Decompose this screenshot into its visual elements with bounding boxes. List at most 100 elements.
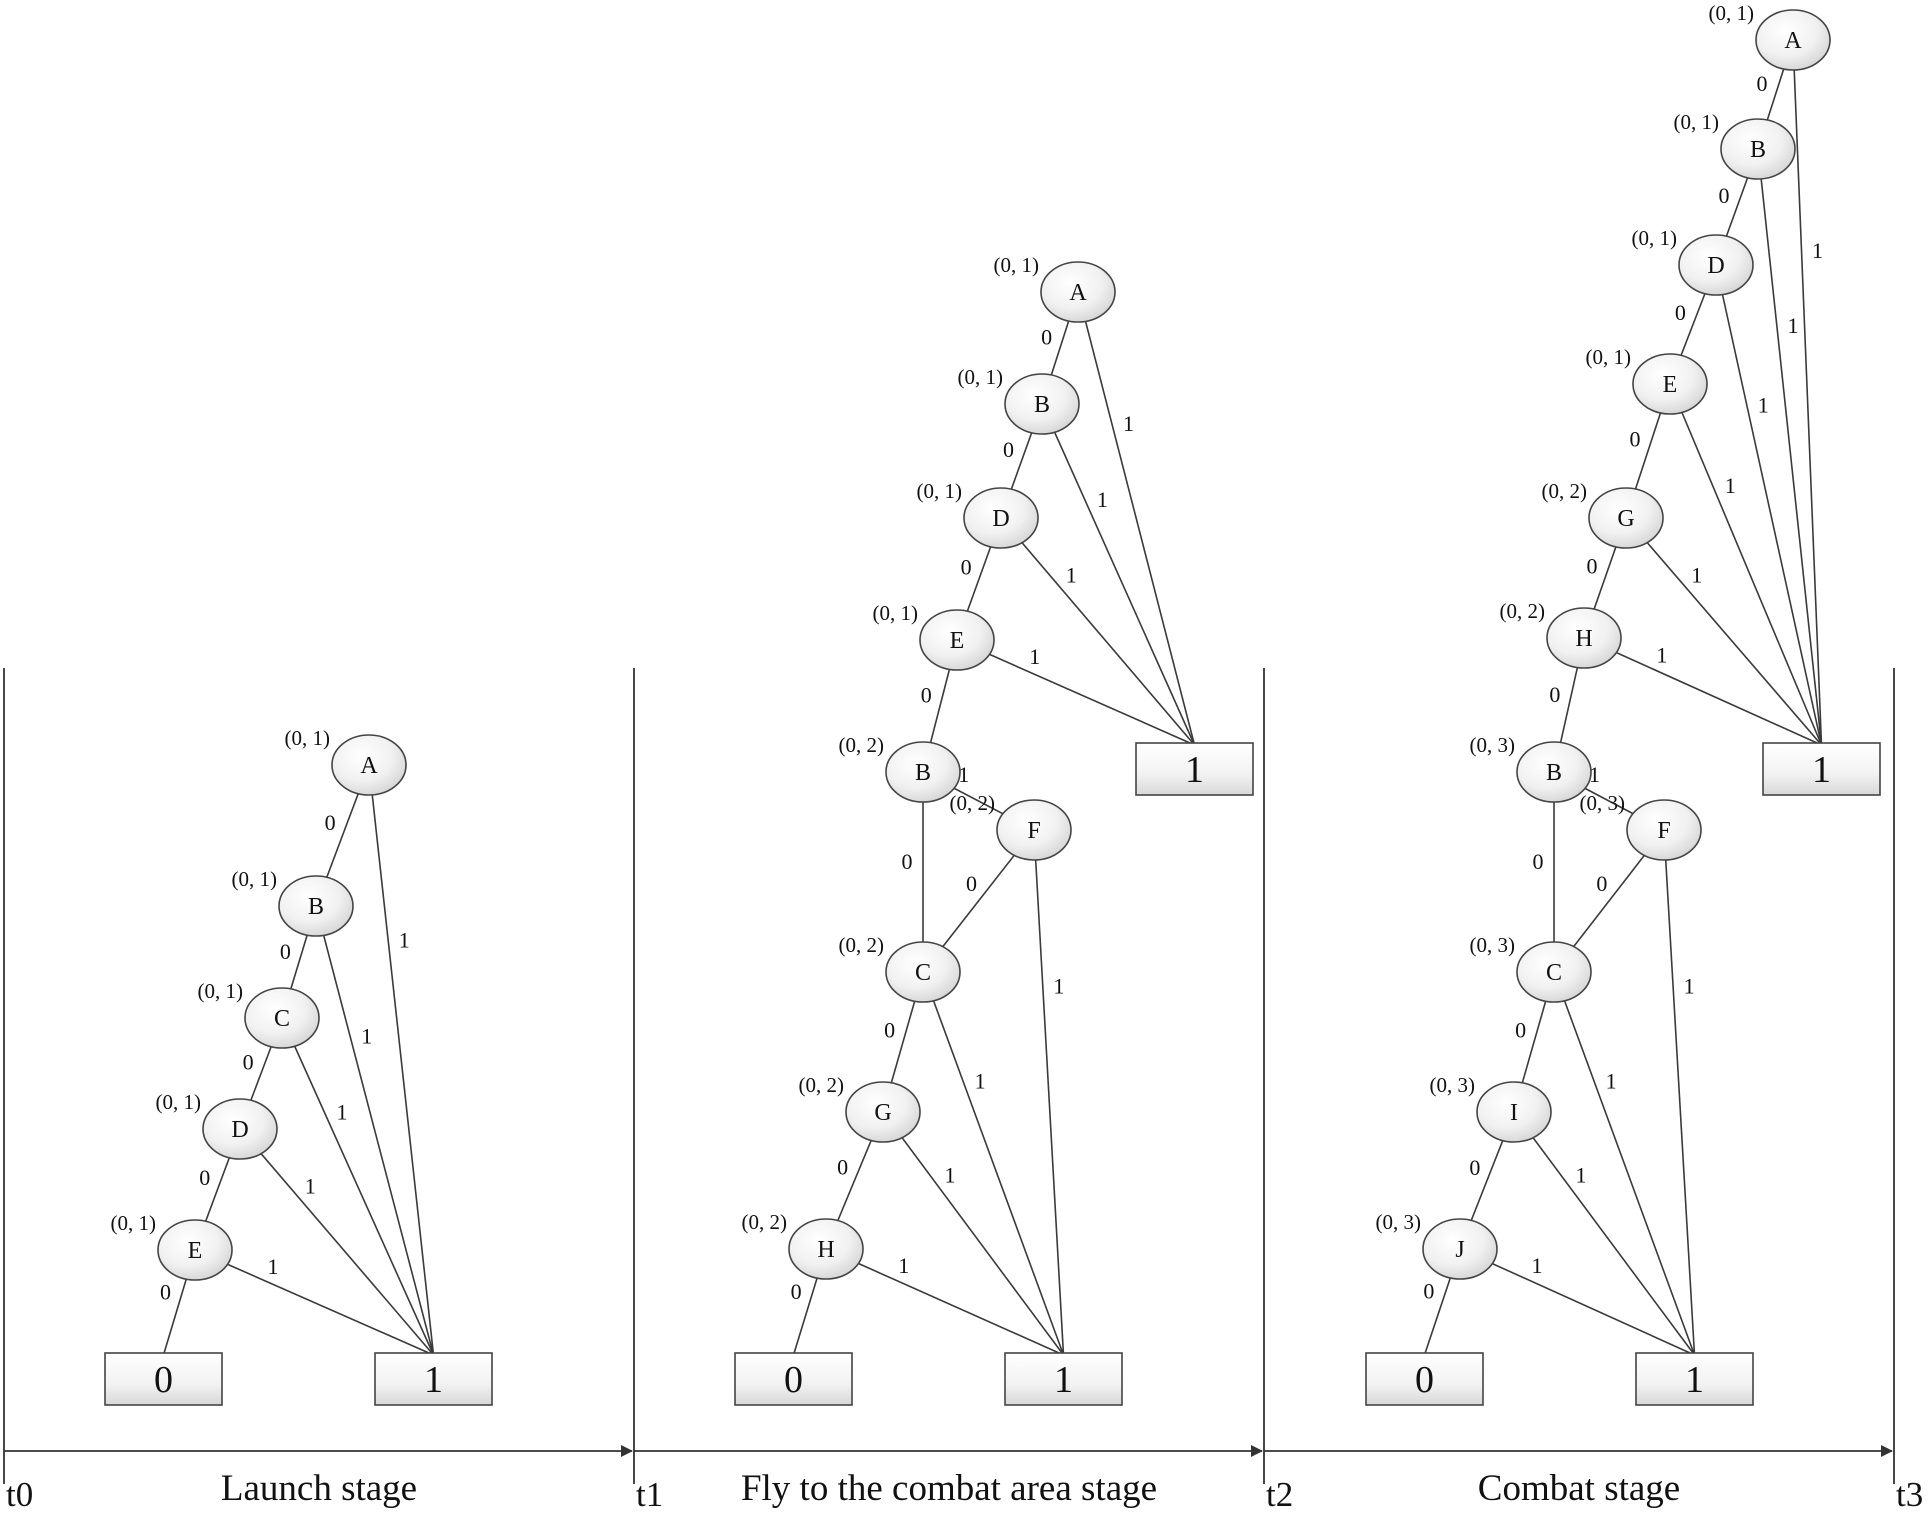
node-coordinate: (0, 1) [198,979,244,1003]
node-coordinate: (0, 1) [917,479,963,503]
edge-1-line [1663,829,1696,1356]
node-label: E [1663,372,1678,398]
bdd-node-g: G(0, 2) [799,1073,921,1143]
node-label: D [231,1117,248,1143]
bdd-node-d: D (0, 1) [917,479,1039,549]
edge-1-line [368,764,435,1356]
terminal-node-1: 1 [1762,742,1881,796]
edge-label: 0 [837,1155,848,1180]
edge-label: 1 [1123,411,1134,436]
edge-1-line [1000,517,1196,746]
terminal-node-0: 0 [1365,1352,1484,1406]
node-label: B [308,894,324,920]
node-coordinate: (0, 1) [994,253,1040,277]
node-coordinate: (0, 3) [1580,791,1626,815]
bdd-node-c: C (0, 1) [198,979,320,1049]
time-mark-label: t3 [1896,1475,1923,1513]
edge-label: 0 [1629,426,1640,451]
edge-label: 1 [1606,1068,1617,1093]
edge-label: 1 [1575,1162,1586,1187]
terminal-label: 0 [1415,1359,1434,1401]
stage-label: Combat stage [1478,1468,1680,1509]
terminal-label: 1 [1812,749,1831,791]
node-label: A [360,753,378,779]
edge-1-line [315,905,435,1356]
edge-1-line [1077,291,1196,746]
edge-label: 0 [1423,1279,1434,1304]
node-coordinate: (0, 1) [958,365,1004,389]
edge-1-line [1513,1111,1696,1356]
node-label: A [1069,280,1087,306]
bdd-node-b: B(0, 3) [1470,733,1592,803]
bdd-node-e: E(0, 1) [1586,345,1708,415]
node-label: J [1455,1237,1464,1263]
edge-1-line [1553,971,1696,1356]
node-label: B [1750,137,1766,163]
edge-label: 0 [902,849,913,874]
edge-label: 1 [1656,643,1667,668]
edge-1-line [194,1249,434,1356]
node-label: E [188,1238,203,1264]
node-label: B [915,760,931,786]
bdd-node-g: G(0, 2) [1542,479,1664,549]
node-label: C [1546,960,1562,986]
edge-label: 1 [1787,313,1798,338]
node-label: G [874,1100,891,1126]
node-label: A [1784,28,1802,54]
terminal-label: 0 [784,1359,803,1401]
edge-label: 1 [1758,393,1769,418]
time-mark-label: t2 [1266,1475,1293,1513]
edge-label: 0 [1533,849,1544,874]
node-coordinate: (0, 3) [1376,1210,1422,1234]
edge-1-line [922,971,1065,1356]
bdd-node-e: E (0, 1) [111,1211,233,1281]
bdd-node-a: A (0, 1) [994,253,1116,323]
bdd-node-a: A (0, 1) [1709,1,1831,71]
node-coordinate: (0, 1) [156,1090,202,1114]
terminal-node-1: 1 [1635,1352,1754,1406]
node-coordinate: (0, 1) [1709,1,1755,25]
bdd-node-b: B (0, 1) [232,867,354,937]
edge-label: 1 [1029,644,1040,669]
node-coordinate: (0, 1) [232,867,278,891]
node-label: H [817,1237,834,1263]
terminal-node-1: 1 [374,1352,493,1406]
edge-label: 0 [243,1049,254,1074]
edge-1-line [1715,264,1823,746]
edge-label: 1 [1589,762,1600,787]
edge-1-line [1792,39,1823,746]
edge-label: 1 [944,1162,955,1187]
edge-label: 0 [1515,1018,1526,1043]
node-label: B [1546,760,1562,786]
edge-label: 0 [1469,1155,1480,1180]
edge-1-line [1033,829,1065,1356]
edge-label: 1 [975,1068,986,1093]
node-coordinate: (0, 1) [111,1211,157,1235]
edge-label: 1 [1684,974,1695,999]
edge-1-line [1669,383,1823,746]
edge-label: 1 [1691,563,1702,588]
node-coordinate: (0, 2) [742,1210,788,1234]
stage-label: Launch stage [221,1468,417,1509]
edge-1-line [1583,637,1822,746]
time-mark-label: t1 [636,1475,663,1513]
edge-label: 0 [884,1018,895,1043]
bdd-node-c: C(0, 2) [839,933,961,1003]
node-label: C [274,1006,290,1032]
edge-label: 1 [1097,487,1108,512]
terminal-label: 1 [1185,749,1204,791]
node-label: D [992,506,1009,532]
edge-label: 0 [1596,871,1607,896]
edge-label: 0 [1003,437,1014,462]
node-coordinate: (0, 1) [1674,110,1720,134]
node-coordinate: (0, 2) [950,791,996,815]
node-coordinate: (0, 2) [1500,599,1546,623]
node-coordinate: (0, 3) [1470,933,1516,957]
edge-label: 1 [337,1100,348,1125]
node-label: F [1027,818,1040,844]
